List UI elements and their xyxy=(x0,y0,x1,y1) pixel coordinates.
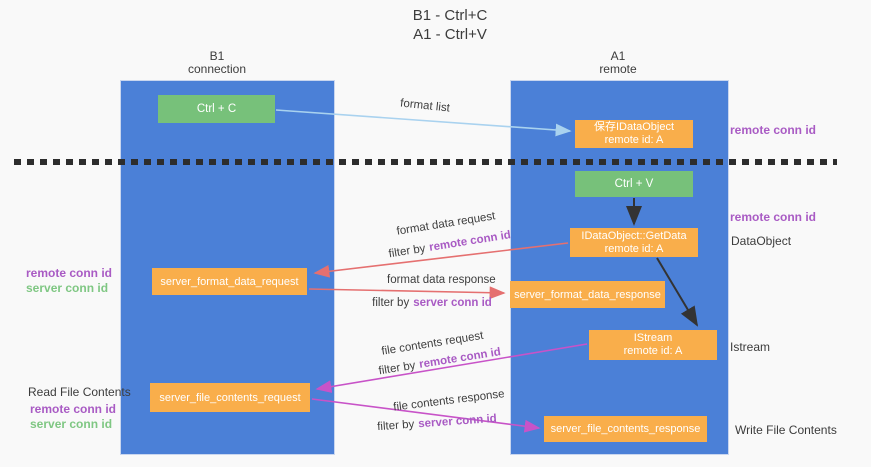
istream-line2: remote id: A xyxy=(623,345,683,357)
write-file-contents-label: Write File Contents xyxy=(735,423,837,437)
server-file-contents-response-label: server_file_contents_response xyxy=(550,423,701,435)
conn-id-bottom-left-stack: remote conn id server conn id xyxy=(30,402,116,432)
ctrl-v-box: Ctrl + V xyxy=(575,171,693,197)
ctrl-c-box: Ctrl + C xyxy=(158,95,275,123)
lane-b1-name: B1 xyxy=(209,49,225,63)
save-idataobject-line1: 保存IDataObject xyxy=(593,121,675,133)
server-file-contents-response-box: server_file_contents_response xyxy=(544,416,707,442)
format-list-label: format list xyxy=(399,97,451,115)
istream-side-label: Istream xyxy=(730,340,771,354)
server-conn-id-bottom-left-label: server conn id xyxy=(30,417,113,431)
ctrl-v-label: Ctrl + V xyxy=(614,178,654,190)
remote-conn-id-bottom-left-label: remote conn id xyxy=(30,402,117,416)
server-conn-id-left-label: server conn id xyxy=(26,281,109,295)
idataobject-getdata-box: IDataObject::GetData remote id: A xyxy=(570,228,698,257)
lane-a1-name: A1 xyxy=(610,49,626,63)
save-idataobject-line2: remote id: A xyxy=(604,134,664,146)
server-format-data-request-box: server_format_data_request xyxy=(152,268,307,295)
diagram-title-line2: A1 - Ctrl+V xyxy=(413,26,487,43)
format-data-response-label: format data response xyxy=(387,274,496,286)
idataobject-getdata-line1: IDataObject::GetData xyxy=(581,229,687,242)
server-format-data-response-box: server_format_data_response xyxy=(510,281,665,308)
lane-header-a1: A1 remote xyxy=(558,50,678,76)
conn-id-left-stack: remote conn id server conn id xyxy=(26,266,112,296)
lane-header-b1: B1 connection xyxy=(157,50,277,76)
file-contents-response-label: file contents response xyxy=(392,388,506,414)
remote-conn-id-left-label: remote conn id xyxy=(26,266,113,280)
lane-b1-role: connection xyxy=(187,62,247,76)
arrow-format-data-response xyxy=(308,286,506,300)
istream-line1: IStream xyxy=(633,332,673,344)
dataobject-label: DataObject xyxy=(731,234,792,248)
istream-box: IStream remote id: A xyxy=(589,330,717,360)
server-format-data-request-label: server_format_data_request xyxy=(160,275,299,288)
read-file-contents-label: Read File Contents xyxy=(28,385,131,399)
server-file-contents-request-label: server_file_contents_request xyxy=(159,391,301,404)
save-idataobject-box: 保存IDataObject remote id: A xyxy=(575,120,693,148)
remote-conn-id-top-right-label: remote conn id xyxy=(730,123,817,137)
remote-conn-id-mid-right-label: remote conn id xyxy=(730,210,817,224)
server-file-contents-request-box: server_file_contents_request xyxy=(150,383,310,412)
ctrl-c-label: Ctrl + C xyxy=(196,103,237,115)
lane-a1-role: remote xyxy=(599,62,637,76)
diagram-title-line1: B1 - Ctrl+C xyxy=(412,7,488,24)
idataobject-getdata-line2: remote id: A xyxy=(604,242,664,255)
server-format-data-response-label: server_format_data_response xyxy=(514,288,661,301)
phase-divider-dashed-line xyxy=(14,159,837,165)
